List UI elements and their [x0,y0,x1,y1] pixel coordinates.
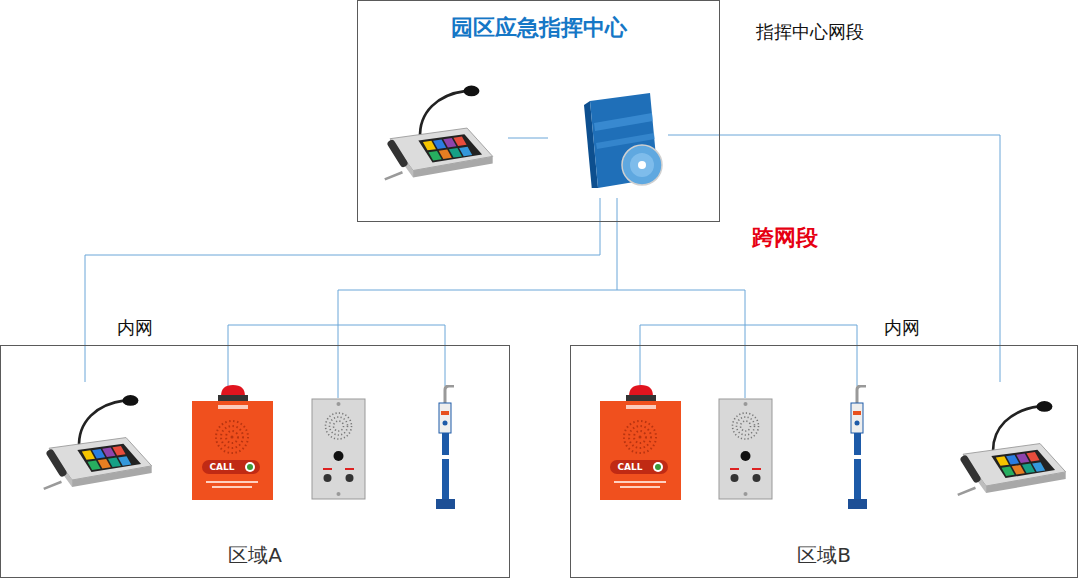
wire [508,138,548,139]
console-icon [44,395,152,489]
network-link [720,135,1000,345]
network-label: 指挥中心网段 [756,21,864,43]
network-wires [85,135,1000,398]
wire [617,198,618,290]
intercom-panel-icon [312,399,365,499]
region-name: 区域A [228,543,282,567]
console-icon [385,86,493,180]
wire [85,345,86,382]
help-pole-icon [436,386,455,509]
wire [338,290,745,398]
network-label: 内网 [884,317,920,339]
intercom-panel-icon [719,399,772,499]
wire [228,325,445,386]
region-box: 区域B [570,345,1078,578]
help-pole-icon [848,386,867,509]
wire [640,325,857,386]
network-link [85,222,600,345]
alarm-box-icon [192,385,273,500]
software-icon [584,93,662,191]
alarm-box-icon [600,385,681,500]
console-icon [958,401,1066,495]
wire [1000,345,1001,382]
network-label: 跨网段 [752,225,818,251]
device-badge: CALL [617,462,642,473]
region-name: 区域B [797,543,851,567]
network-label: 内网 [117,317,153,339]
region-box: 区域A [0,345,510,578]
wire [668,135,720,136]
center-title: 园区应急指挥中心 [451,15,627,41]
wire [600,198,601,222]
device-badge: CALL [209,462,234,473]
command-center-box: 园区应急指挥中心 [357,0,720,222]
